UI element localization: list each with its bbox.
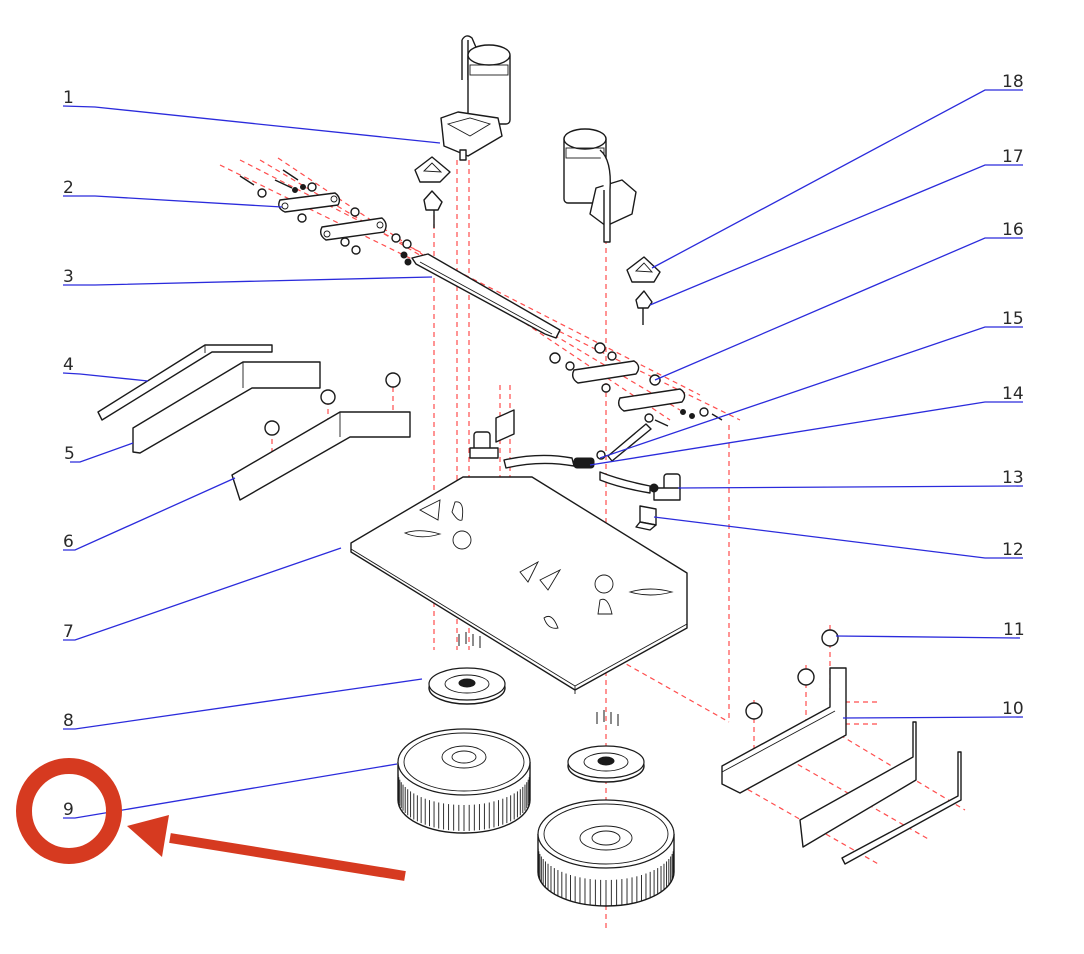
leader-2 — [63, 195, 283, 208]
callout-16: 16 — [1002, 220, 1024, 240]
callout-10: 10 — [1002, 699, 1024, 719]
leader-14 — [589, 401, 1023, 466]
callout-12: 12 — [1002, 540, 1024, 560]
star-knobs-left — [264, 372, 401, 436]
highlight-arrow-head — [127, 815, 169, 857]
part-4-narrow-bracket — [97, 344, 273, 421]
part-6-skirt-bracket — [231, 411, 411, 501]
leader-5 — [70, 442, 134, 463]
leader-6 — [63, 477, 236, 551]
callout-13: 13 — [1002, 468, 1024, 488]
part-16-right-link-plates — [549, 342, 723, 427]
part-5-wide-bracket — [132, 361, 321, 454]
callout-18: 18 — [1002, 72, 1024, 92]
leader-12 — [653, 516, 1023, 559]
leader-13 — [677, 485, 1024, 489]
part-11-star-knobs — [745, 629, 839, 720]
part-13-right-solenoid-valve — [649, 473, 681, 501]
highlight-circle — [16, 758, 122, 864]
right-drive-hub — [567, 710, 645, 783]
leader-10 — [842, 716, 1024, 719]
callout-4: 4 — [63, 355, 74, 375]
left-triangle-knob — [414, 156, 451, 183]
leader-8 — [63, 678, 423, 730]
part-8-drive-hub — [428, 632, 506, 705]
left-knob-bolt — [423, 190, 443, 228]
leader-3 — [63, 276, 433, 286]
callout-15: 15 — [1002, 309, 1024, 329]
leader-9 — [63, 763, 398, 819]
callout-17: 17 — [1002, 147, 1024, 167]
part-17-knob-bolt — [635, 290, 653, 325]
leader-lines — [62, 89, 1024, 819]
part-1-left-motor — [440, 35, 511, 161]
leader-1 — [62, 105, 441, 144]
part-10-right-skirt-bracket — [721, 667, 962, 865]
callout-9: 9 — [63, 800, 74, 820]
part-18-triangle-knob — [626, 256, 661, 283]
leader-4 — [62, 372, 149, 382]
left-solenoid-valve — [469, 409, 515, 459]
callout-3: 3 — [63, 267, 74, 287]
part-9-left-scrub-brush — [397, 728, 531, 834]
leader-15 — [599, 326, 1023, 459]
part-2-link-plates — [239, 169, 412, 255]
part-3-connecting-bar — [400, 251, 561, 339]
callout-7: 7 — [63, 622, 74, 642]
leader-18 — [651, 89, 1023, 269]
callout-labels: 1 2 3 4 5 6 7 8 9 10 11 12 13 14 15 16 1… — [63, 72, 1025, 820]
callout-1: 1 — [63, 88, 74, 108]
leader-16 — [654, 237, 1023, 381]
callout-11: 11 — [1003, 620, 1025, 640]
callout-2: 2 — [63, 178, 74, 198]
callout-8: 8 — [63, 711, 74, 731]
part-7-deck-plate — [350, 476, 688, 694]
leader-17 — [649, 164, 1023, 306]
leader-7 — [63, 547, 342, 641]
leader-11 — [835, 635, 1021, 639]
right-motor — [563, 128, 637, 243]
brush-bristles — [537, 846, 675, 906]
callout-14: 14 — [1002, 384, 1024, 404]
part-14-hose-fitting — [573, 450, 606, 469]
highlight-arrow-shaft — [169, 833, 406, 881]
brush-bristles — [397, 772, 531, 831]
highlight-annotation — [16, 758, 406, 881]
callout-5: 5 — [64, 444, 75, 464]
right-scrub-brush — [537, 799, 675, 907]
part-12-valve-bracket — [635, 505, 657, 531]
callout-6: 6 — [63, 532, 74, 552]
